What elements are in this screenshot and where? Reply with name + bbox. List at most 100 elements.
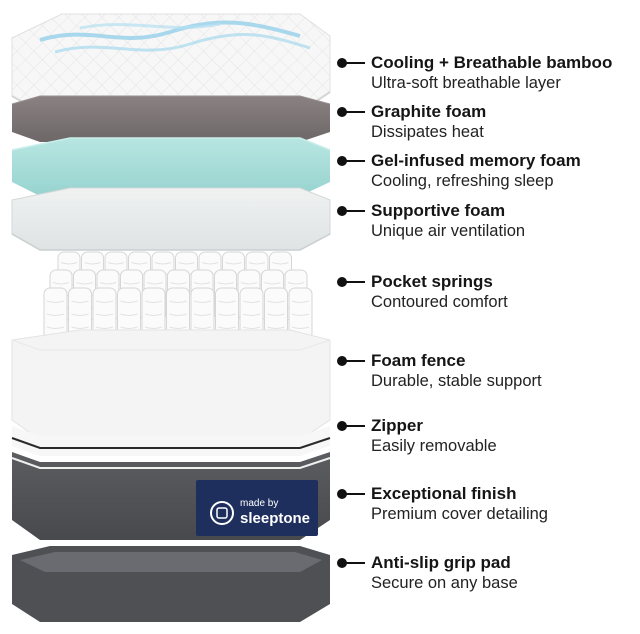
brand-made-by: made by	[240, 498, 278, 509]
dark-cover: made by sleeptone	[11, 452, 331, 540]
callout-subtitle: Easily removable	[371, 437, 497, 455]
spring-crease	[144, 300, 163, 303]
spring-crease	[248, 262, 266, 265]
graphite-layer	[11, 95, 331, 142]
spring-crease	[240, 282, 258, 285]
spring-crease	[242, 300, 261, 303]
callout-subtitle: Dissipates heat	[371, 123, 484, 141]
spring-crease	[178, 262, 195, 265]
callout-title: Pocket springs	[371, 272, 493, 291]
spring-crease	[291, 300, 310, 303]
callout-title: Anti-slip grip pad	[371, 553, 511, 572]
spring-crease	[95, 313, 114, 316]
callout-subtitle: Cooling, refreshing sleep	[371, 172, 554, 190]
spring-crease	[264, 282, 281, 285]
spring-crease	[169, 300, 187, 303]
callout-title: Gel-infused memory foam	[371, 151, 581, 170]
anti-slip-pad	[12, 546, 330, 622]
pointer-icon	[337, 53, 365, 73]
callout-title: Cooling + Breathable bamboo	[371, 53, 613, 72]
pointer-icon	[337, 484, 365, 504]
pointer-icon	[337, 102, 365, 122]
callout-subtitle: Premium cover detailing	[371, 505, 548, 523]
brand-name: sleeptone	[240, 510, 310, 527]
spring-crease	[99, 282, 117, 285]
spring-crease	[131, 262, 148, 265]
pointer-icon	[337, 416, 365, 436]
spring-crease	[272, 262, 289, 265]
spring-crease	[154, 262, 172, 265]
callout-subtitle: Secure on any base	[371, 574, 518, 592]
spring-crease	[120, 326, 138, 329]
callout-zipper: Zipper Easily removable	[337, 416, 637, 457]
spring-crease	[71, 326, 89, 329]
spring-crease	[218, 326, 236, 329]
spring-crease	[107, 262, 125, 265]
spring-crease	[225, 262, 242, 265]
spring-crease	[144, 313, 163, 316]
spring-crease	[146, 282, 164, 285]
spring-crease	[71, 300, 89, 303]
spring-crease	[170, 282, 187, 285]
bamboo-layer	[11, 13, 331, 113]
callout-subtitle: Ultra-soft breathable layer	[371, 74, 561, 92]
spring-crease	[291, 326, 310, 329]
brand-logo-icon	[210, 501, 234, 525]
pointer-icon	[337, 151, 365, 171]
zipper-band	[11, 426, 331, 456]
callout-finish: Exceptional finish Premium cover detaili…	[337, 484, 637, 525]
spring-crease	[193, 282, 211, 285]
foam-fence-layer	[11, 329, 331, 441]
spring-crease	[193, 326, 212, 329]
spring-crease	[95, 300, 114, 303]
callout-graphite: Graphite foam Dissipates heat	[337, 102, 637, 143]
callout-title: Zipper	[371, 416, 423, 435]
mattress-illustration: made by sleeptone	[11, 13, 331, 622]
spring-crease	[242, 326, 261, 329]
callout-gel: Gel-infused memory foam Cooling, refresh…	[337, 151, 637, 192]
spring-crease	[46, 300, 65, 303]
spring-crease	[76, 282, 93, 285]
spring-crease	[52, 282, 70, 285]
spring-crease	[169, 313, 187, 316]
callout-title: Exceptional finish	[371, 484, 517, 503]
gel-layer	[11, 137, 331, 196]
spring-crease	[291, 313, 310, 316]
spring-crease	[123, 282, 140, 285]
callout-foam-fence: Foam fence Durable, stable support	[337, 351, 637, 392]
spring-crease	[84, 262, 101, 265]
spring-crease	[267, 326, 285, 329]
pointer-icon	[337, 553, 365, 573]
pocket-springs	[43, 251, 313, 341]
spring-crease	[144, 326, 163, 329]
callout-grip-pad: Anti-slip grip pad Secure on any base	[337, 553, 637, 594]
spring-crease	[46, 326, 65, 329]
callout-subtitle: Durable, stable support	[371, 372, 542, 390]
spring-crease	[201, 262, 219, 265]
callout-bamboo: Cooling + Breathable bamboo Ultra-soft b…	[337, 53, 637, 94]
spring-crease	[169, 326, 187, 329]
pointer-icon	[337, 201, 365, 221]
spring-crease	[242, 313, 261, 316]
spring-crease	[95, 326, 114, 329]
spring-crease	[287, 282, 305, 285]
spring-crease	[193, 313, 212, 316]
callout-supportive: Supportive foam Unique air ventilation	[337, 201, 637, 242]
supportive-foam-layer	[11, 187, 331, 251]
spring-crease	[218, 300, 236, 303]
spring-crease	[267, 300, 285, 303]
pointer-icon	[337, 351, 365, 371]
callout-title: Supportive foam	[371, 201, 506, 220]
spring-crease	[46, 313, 65, 316]
pointer-icon	[337, 272, 365, 292]
spring-crease	[60, 262, 78, 265]
callout-subtitle: Contoured comfort	[371, 293, 508, 311]
callout-title: Graphite foam	[371, 102, 487, 121]
spring-crease	[217, 282, 234, 285]
spring-crease	[193, 300, 212, 303]
callout-springs: Pocket springs Contoured comfort	[337, 272, 637, 313]
spring-crease	[120, 300, 138, 303]
spring-crease	[120, 313, 138, 316]
spring-crease	[218, 313, 236, 316]
